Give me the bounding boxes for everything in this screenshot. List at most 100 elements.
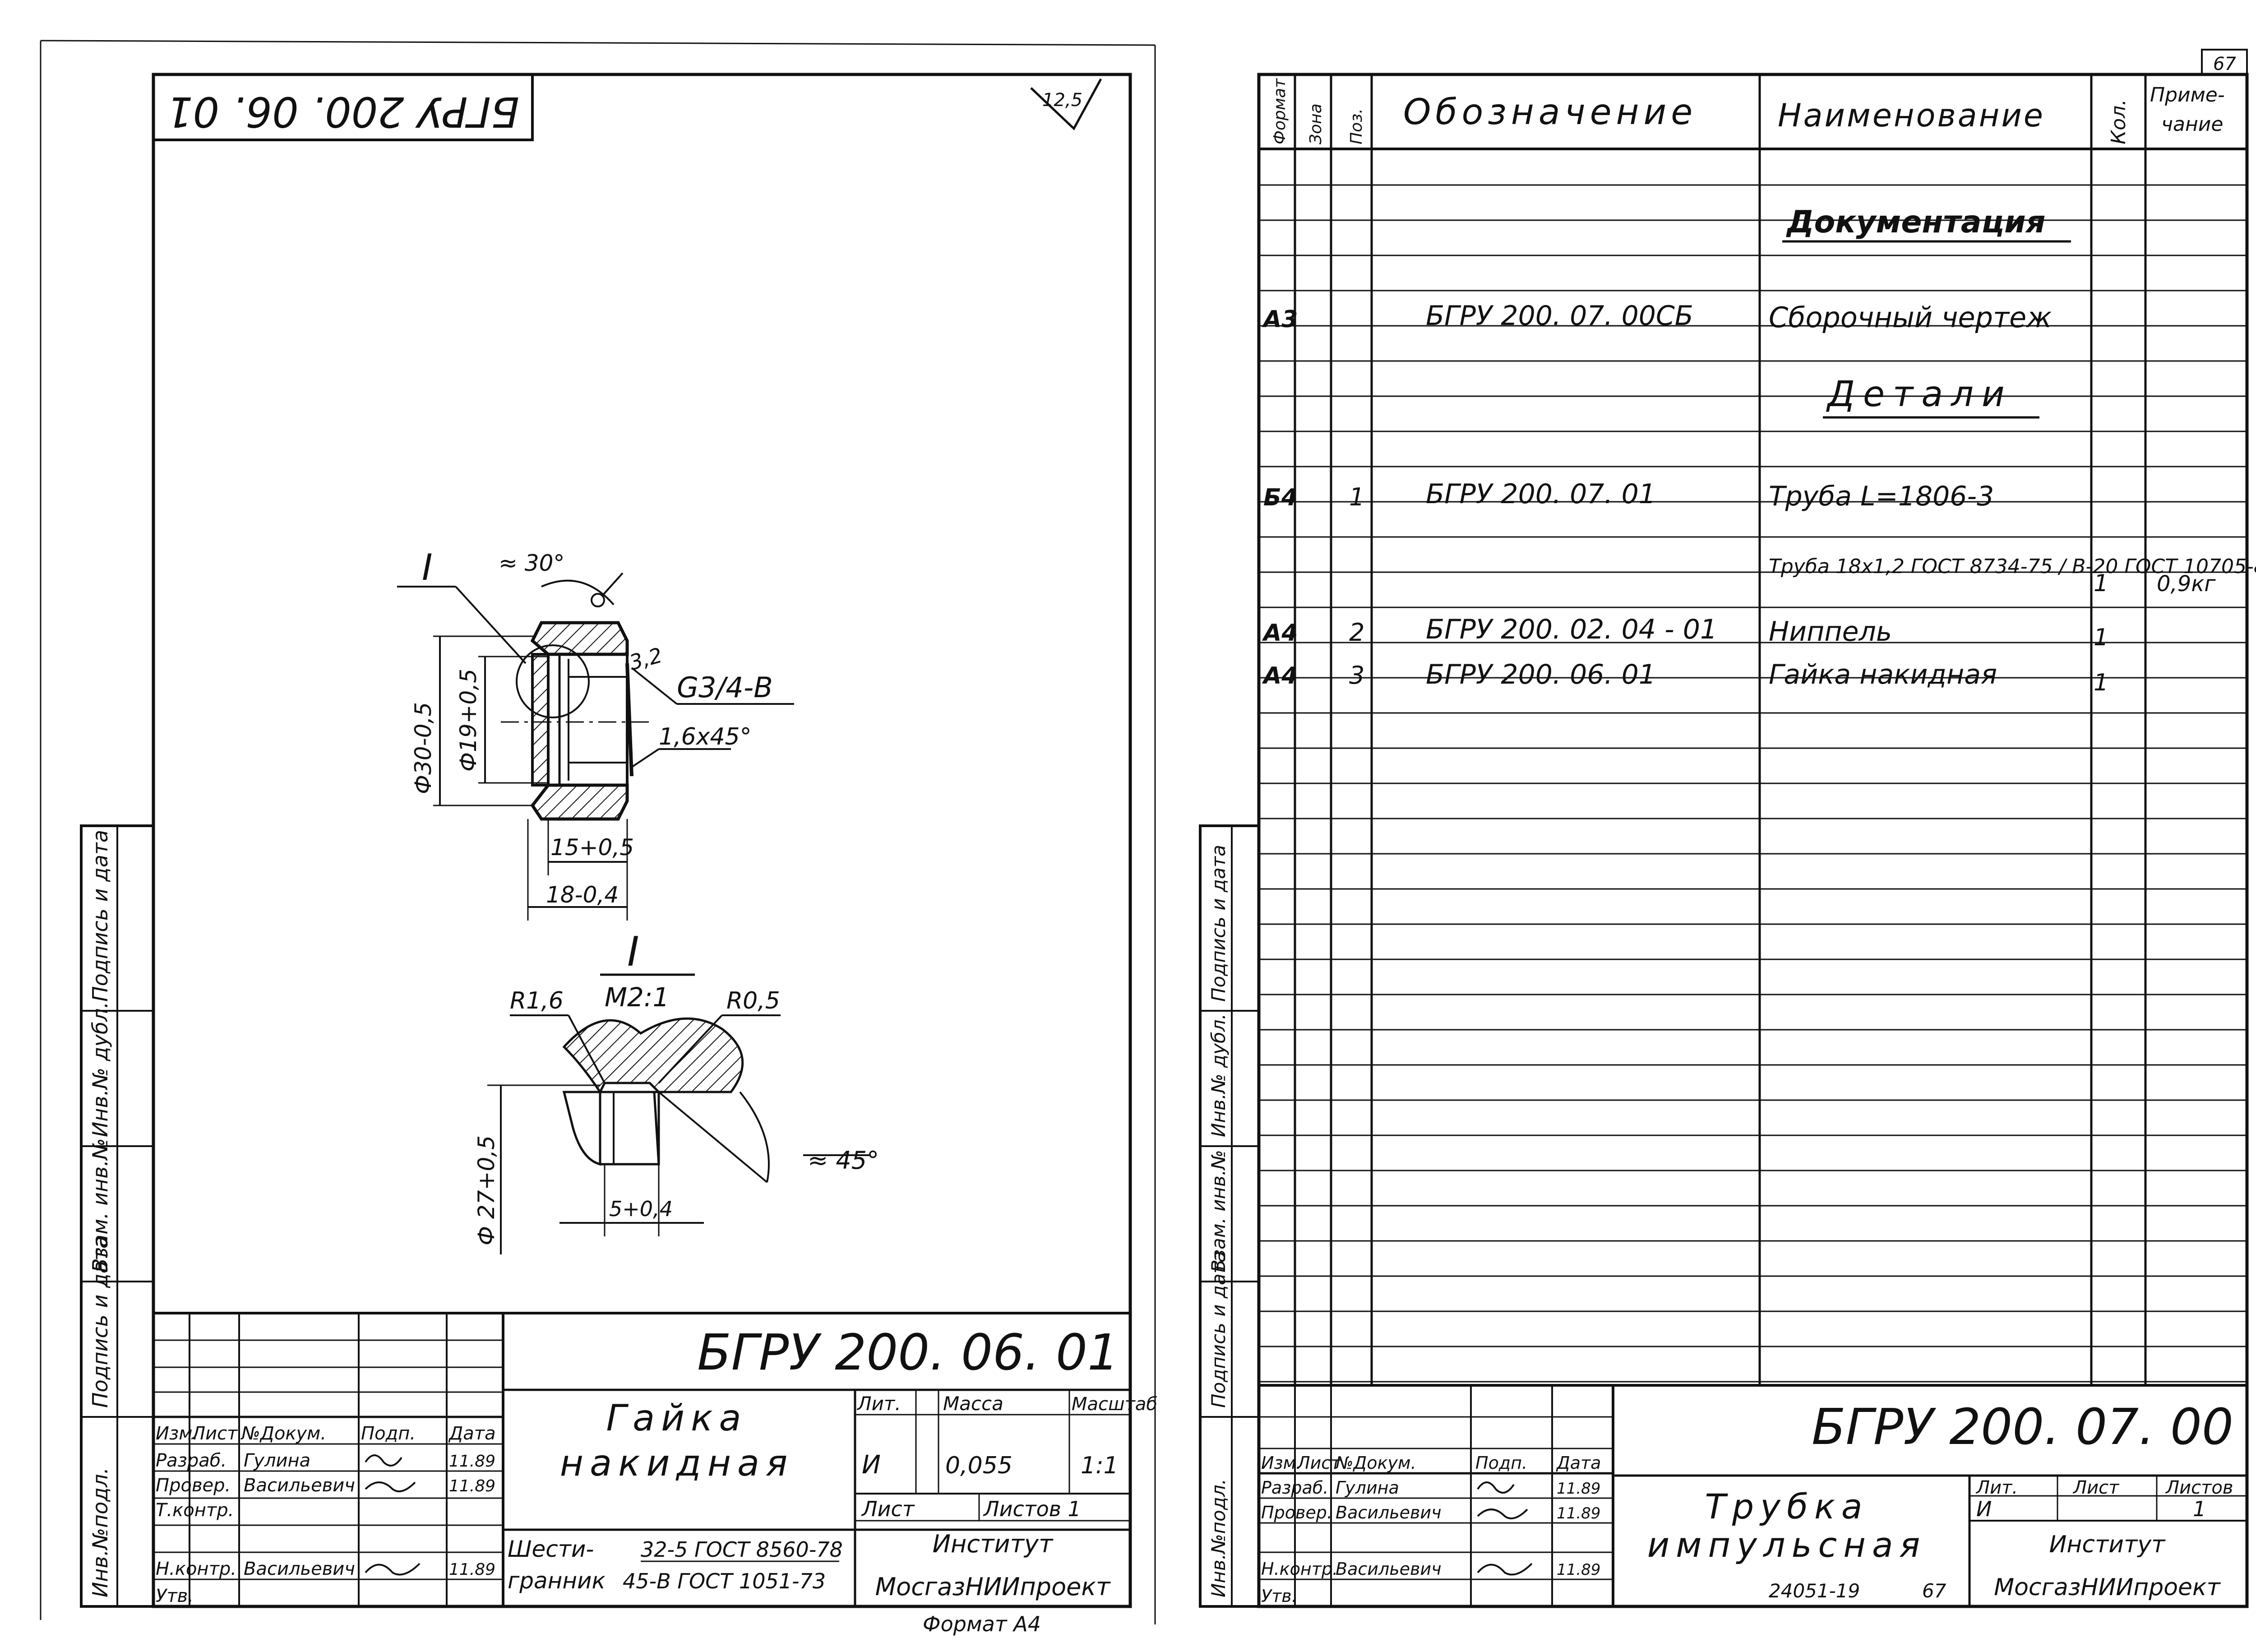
right-title-block: Изм. Лист №Докум. Подп. Дата Разраб. Гул… [1259, 1384, 2247, 1606]
tb-name-1: Гулина [244, 1450, 310, 1471]
tb-date-2: 11.89 [449, 1477, 495, 1495]
tb-header-list: Лист [191, 1423, 238, 1444]
sheets-label: Листов 1 [983, 1497, 1081, 1521]
material-2: 45-В ГОСТ 1051-73 [623, 1569, 826, 1593]
row-name: Сборочный чертеж [1769, 301, 2052, 334]
roughness-inner: 3,2 [627, 643, 665, 675]
detail-angle: ≈ 45° [808, 1146, 879, 1175]
rtb-role-4: Утв. [1261, 1586, 1297, 1606]
r-side-label-5: Подпись и дата [1207, 845, 1230, 1002]
tb-role-2: Провер. [156, 1475, 231, 1496]
spec-row-assembly: А3 БГРУ 200. 07. 00СБ Сборочный чертеж [1262, 300, 2052, 334]
row-pos: 2 [1349, 618, 1364, 647]
left-doc-code: БГРУ 200. 06. 01 [697, 1323, 1119, 1381]
tb-header-sign: Подп. [361, 1423, 416, 1444]
row-format: А4 [1262, 620, 1298, 647]
rtb-role-1: Разраб. [1261, 1478, 1328, 1498]
spec-row-pos2: А4 2 БГРУ 200. 02. 04 - 01 Ниппель 1 [1262, 614, 2108, 651]
tb-role-4: Н.контр. [156, 1559, 236, 1579]
spec-row-documentation: Документация [1782, 204, 2071, 243]
hdr-zone: Зона [1307, 103, 1325, 144]
rtb-role-3: Н.контр. [1261, 1559, 1338, 1579]
rtb-name-3: Васильевич [1336, 1559, 1442, 1579]
r-org-line-2: МосгазНИИпроект [1994, 1574, 2221, 1601]
detail-scale: М2:1 [605, 982, 669, 1013]
row-designation: БГРУ 200. 06. 01 [1426, 659, 1656, 690]
org-line-2: МосгазНИИпроект [875, 1573, 1111, 1601]
tb-header-date: Дата [448, 1423, 496, 1444]
rtb-role-2: Провер. [1261, 1503, 1332, 1522]
row-pos: 3 [1349, 661, 1364, 689]
archive-number: 24051-19 [1769, 1580, 1860, 1602]
scale-label: Масштаб [1072, 1394, 1157, 1415]
right-sheet: 67 Формат Зона Поз. Обозначение Наименов… [1154, 45, 2256, 1624]
r-sheets-value: 1 [2193, 1497, 2206, 1521]
detail-title: I [627, 928, 639, 976]
left-name-1: Гайка [606, 1397, 748, 1439]
hdr-note-2: чание [2161, 113, 2223, 136]
row-format: А3 [1262, 306, 1298, 333]
spec-row-details-heading: Детали [1823, 374, 2039, 419]
tb-date-1: 11.89 [449, 1452, 495, 1471]
row-pos: 1 [1349, 483, 1364, 511]
scale-value: 1:1 [1081, 1452, 1119, 1479]
len-total: 18-0,4 [546, 882, 619, 908]
row-designation: БГРУ 200. 02. 04 - 01 [1426, 614, 1717, 645]
sheet-label: Лист [861, 1497, 915, 1521]
hdr-name: Наименование [1778, 97, 2045, 134]
view-label: I [422, 546, 433, 588]
spec-row-pipe-material: Труба 18x1,2 ГОСТ 8734-75 / В-20 ГОСТ 10… [1769, 555, 2256, 597]
nut-section-drawing: I ≈ 30° G3/4-B 3,2 1,6x45° Ф30-0,5 Ф19 [397, 546, 794, 921]
mass-label: Масса [943, 1393, 1003, 1415]
side-label-3: Взам. инв.№ [88, 1138, 112, 1273]
roughness-mark: 12,5 [1042, 90, 1082, 111]
lit-value: И [862, 1450, 881, 1480]
row-format: А4 [1262, 662, 1298, 689]
chamfer-label: 1,6x45° [659, 723, 752, 750]
rtb-header-izm: Изм. [1261, 1453, 1301, 1473]
dia-inner: Ф19+0,5 [455, 669, 481, 772]
dia-outer: Ф30-0,5 [410, 702, 436, 794]
tb-role-3: Т.контр. [156, 1500, 234, 1521]
rtb-date-2: 11.89 [1557, 1504, 1600, 1522]
r-sheet-label: Лист [2072, 1477, 2120, 1498]
r-side-label-3: Взам. инв.№ [1207, 1150, 1230, 1273]
rtb-header-sign: Подп. [1475, 1453, 1527, 1473]
detail-view: I М2:1 R1,6 R0,5 Ф 27+0,5 5+0,4 [473, 928, 879, 1254]
spec-row-pos3: А4 3 БГРУ 200. 06. 01 Гайка накидная 1 [1262, 659, 2108, 696]
right-name-2: импульсная [1647, 1525, 1927, 1565]
radius-1: R1,6 [510, 987, 564, 1014]
left-name-2: накидная [560, 1442, 794, 1484]
r-lit-label: Лит. [1975, 1477, 2018, 1498]
r-side-label-1: Инв.№подл. [1207, 1479, 1230, 1597]
row-format: Б4 [1263, 484, 1298, 511]
right-sheet-frame [1257, 73, 2249, 1608]
dia-detail: Ф 27+0,5 [473, 1135, 499, 1245]
row-name: Труба 18x1,2 ГОСТ 8734-75 / В-20 ГОСТ 10… [1769, 555, 2256, 578]
spec-row-pos1: Б4 1 БГРУ 200. 07. 01 Труба L=1806-3 [1263, 478, 1994, 512]
r-side-label-4: Инв.№ дубл. [1207, 1013, 1230, 1137]
tb-date-4: 11.89 [449, 1560, 495, 1579]
row-designation: БГРУ 200. 07. 01 [1426, 478, 1656, 510]
r-sheets-label: Листов [2165, 1477, 2233, 1498]
row-qty: 1 [2094, 570, 2108, 597]
side-label-5: Подпись и дата [88, 830, 112, 1002]
material-label-1: Шести- [508, 1536, 594, 1562]
row-qty: 1 [2094, 669, 2108, 696]
org-line-1: Институт [933, 1530, 1054, 1558]
r-lit-value: И [1976, 1497, 1992, 1521]
left-sheet: БГРУ 200. 06. 01 12,5 Инв.№подл. Подпись… [40, 40, 1157, 1636]
left-title-block: Изм. Лист №Докум. Подп. Дата Разраб. Гул… [153, 1312, 1157, 1636]
radius-2: R0,5 [726, 987, 780, 1014]
tb-name-4: Васильевич [244, 1559, 355, 1579]
stamp-code-rotated: БГРУ 200. 06. 01 [166, 88, 519, 136]
hdr-format: Формат [1271, 78, 1289, 144]
tb-name-2: Васильевич [244, 1475, 355, 1496]
material-label-2: гранник [508, 1568, 606, 1594]
row-name: Труба L=1806-3 [1769, 481, 1994, 512]
rtb-date-3: 11.89 [1557, 1561, 1600, 1579]
mass-value: 0,055 [945, 1452, 1012, 1479]
material-1: 32-5 ГОСТ 8560-78 [641, 1537, 843, 1562]
side-label-4: Инв.№ дубл. [88, 1002, 112, 1137]
